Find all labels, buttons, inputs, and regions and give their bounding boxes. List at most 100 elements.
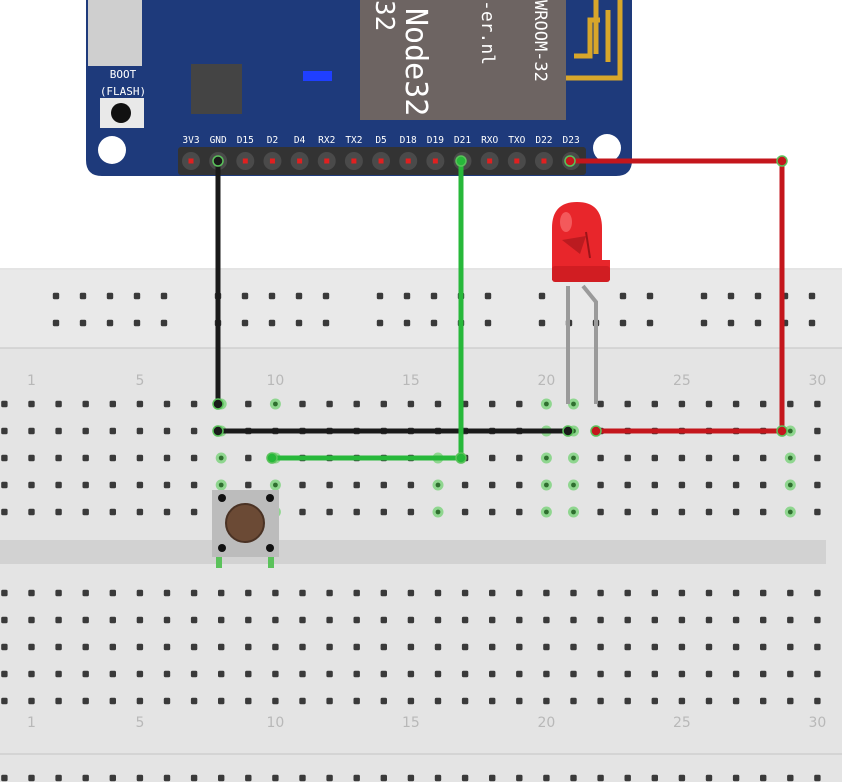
breadboard-hole[interactable] <box>241 292 249 300</box>
breadboard-hole[interactable] <box>516 400 523 408</box>
breadboard-hole[interactable] <box>651 400 658 408</box>
breadboard-hole[interactable] <box>678 670 686 678</box>
breadboard-hole[interactable] <box>434 697 442 705</box>
breadboard-hole[interactable] <box>814 427 821 435</box>
breadboard-hole[interactable] <box>353 774 360 782</box>
breadboard-hole[interactable] <box>678 697 686 705</box>
breadboard-hole[interactable] <box>732 697 740 705</box>
breadboard-hole[interactable] <box>489 400 496 408</box>
breadboard-hole[interactable] <box>272 616 279 624</box>
breadboard-hole[interactable] <box>160 319 168 327</box>
breadboard-hole[interactable] <box>651 508 658 516</box>
breadboard-hole[interactable] <box>678 454 686 462</box>
breadboard-hole[interactable] <box>814 616 821 624</box>
breadboard-hole[interactable] <box>1 481 8 489</box>
breadboard-hole[interactable] <box>787 774 794 782</box>
breadboard-hole[interactable] <box>136 774 144 782</box>
breadboard-hole[interactable] <box>133 319 141 327</box>
breadboard-hole[interactable] <box>700 319 708 327</box>
breadboard-hole[interactable] <box>651 589 658 597</box>
breadboard-hole[interactable] <box>353 481 360 489</box>
breadboard-hole[interactable] <box>489 589 496 597</box>
breadboard-hole[interactable] <box>461 589 469 597</box>
breadboard-hole[interactable] <box>619 292 627 300</box>
breadboard-hole[interactable] <box>705 589 713 597</box>
push-button-cap[interactable] <box>225 503 265 543</box>
breadboard-hole[interactable] <box>28 400 35 408</box>
breadboard-hole[interactable] <box>28 774 35 782</box>
breadboard-hole[interactable] <box>218 589 225 597</box>
breadboard-hole[interactable] <box>299 697 306 705</box>
breadboard-hole[interactable] <box>326 616 333 624</box>
breadboard-hole[interactable] <box>624 643 631 651</box>
breadboard-hole[interactable] <box>1 616 8 624</box>
breadboard-hole[interactable] <box>597 589 604 597</box>
breadboard-hole[interactable] <box>109 427 116 435</box>
breadboard-hole[interactable] <box>109 643 116 651</box>
breadboard-hole[interactable] <box>326 481 333 489</box>
breadboard-hole[interactable] <box>543 774 550 782</box>
breadboard-hole[interactable] <box>299 643 306 651</box>
breadboard-hole[interactable] <box>678 774 686 782</box>
breadboard-hole[interactable] <box>241 319 249 327</box>
breadboard-hole[interactable] <box>760 643 767 651</box>
breadboard-hole[interactable] <box>82 454 89 462</box>
breadboard-hole[interactable] <box>380 616 387 624</box>
breadboard-hole[interactable] <box>28 508 35 516</box>
breadboard-hole[interactable] <box>136 643 144 651</box>
breadboard-hole[interactable] <box>55 643 62 651</box>
breadboard-hole[interactable] <box>295 292 303 300</box>
breadboard-hole[interactable] <box>570 589 577 597</box>
breadboard-hole[interactable] <box>52 319 60 327</box>
breadboard-hole[interactable] <box>245 400 252 408</box>
breadboard-hole[interactable] <box>218 616 225 624</box>
breadboard-hole[interactable] <box>624 697 631 705</box>
breadboard-hole[interactable] <box>705 508 713 516</box>
breadboard-hole[interactable] <box>190 400 198 408</box>
breadboard-hole[interactable] <box>489 774 496 782</box>
breadboard-hole[interactable] <box>808 319 816 327</box>
breadboard-hole[interactable] <box>353 670 360 678</box>
breadboard-hole[interactable] <box>489 643 496 651</box>
breadboard-hole[interactable] <box>484 292 492 300</box>
breadboard-hole[interactable] <box>754 292 762 300</box>
breadboard-hole[interactable] <box>28 427 35 435</box>
breadboard-hole[interactable] <box>489 481 496 489</box>
breadboard-hole[interactable] <box>163 616 171 624</box>
breadboard-hole[interactable] <box>299 774 306 782</box>
breadboard-hole[interactable] <box>109 616 116 624</box>
breadboard-hole[interactable] <box>163 454 171 462</box>
breadboard-hole[interactable] <box>322 319 330 327</box>
breadboard-hole[interactable] <box>407 508 415 516</box>
breadboard-hole[interactable] <box>326 670 333 678</box>
breadboard-hole[interactable] <box>55 774 62 782</box>
breadboard-hole[interactable] <box>163 481 171 489</box>
breadboard-hole[interactable] <box>570 616 577 624</box>
breadboard-hole[interactable] <box>376 292 384 300</box>
breadboard-hole[interactable] <box>109 774 116 782</box>
breadboard-hole[interactable] <box>1 774 8 782</box>
breadboard-hole[interactable] <box>434 643 442 651</box>
breadboard-hole[interactable] <box>597 643 604 651</box>
breadboard-hole[interactable] <box>760 616 767 624</box>
breadboard-hole[interactable] <box>28 643 35 651</box>
breadboard-hole[interactable] <box>787 400 794 408</box>
breadboard-hole[interactable] <box>516 670 523 678</box>
breadboard-hole[interactable] <box>538 292 546 300</box>
breadboard-hole[interactable] <box>760 400 767 408</box>
breadboard-hole[interactable] <box>55 454 62 462</box>
breadboard-hole[interactable] <box>245 643 252 651</box>
breadboard-hole[interactable] <box>516 589 523 597</box>
breadboard-hole[interactable] <box>380 589 387 597</box>
breadboard-hole[interactable] <box>190 454 198 462</box>
breadboard-hole[interactable] <box>646 292 654 300</box>
breadboard-hole[interactable] <box>245 589 252 597</box>
breadboard-hole[interactable] <box>82 589 89 597</box>
breadboard-hole[interactable] <box>760 697 767 705</box>
breadboard-hole[interactable] <box>136 589 144 597</box>
breadboard-hole[interactable] <box>109 454 116 462</box>
breadboard-hole[interactable] <box>1 589 8 597</box>
breadboard-hole[interactable] <box>82 481 89 489</box>
breadboard-hole[interactable] <box>136 400 144 408</box>
breadboard-hole[interactable] <box>190 670 198 678</box>
